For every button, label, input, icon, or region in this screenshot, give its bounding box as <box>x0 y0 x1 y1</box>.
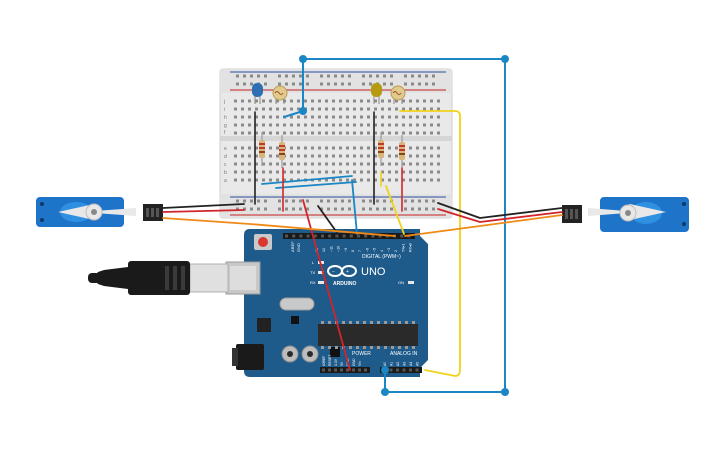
reset-button[interactable] <box>254 234 272 250</box>
capacitor <box>301 345 319 363</box>
digital-pin-label: TX▸1 <box>401 244 405 252</box>
power-jack <box>232 344 264 370</box>
usb-cable <box>88 261 229 295</box>
capacitor <box>281 345 299 363</box>
wire-black-left-servo[interactable] <box>162 203 245 209</box>
wire-blue-to-pin[interactable] <box>351 179 358 235</box>
svg-text:+: + <box>346 269 349 275</box>
row-letter: a <box>224 178 227 184</box>
wire-black-gnd[interactable] <box>317 205 339 235</box>
power-pin-label: Vin <box>358 361 362 366</box>
digital-pin-label: 7 <box>358 250 362 252</box>
power-pin-label: 3.3V <box>334 358 338 366</box>
arduino-logo: − + <box>327 265 357 277</box>
power-pin-label: 5V <box>340 361 344 366</box>
voltage-regulator <box>257 318 271 332</box>
digital-pin-label: ~3 <box>387 248 391 252</box>
analog-pin-label: A0 <box>383 362 387 366</box>
wire-blue-jumper-2[interactable] <box>275 181 357 189</box>
resistor-1[interactable] <box>259 132 265 166</box>
digital-pin-label: ~5 <box>373 248 377 252</box>
digital-pin-label: ~11 <box>329 246 333 252</box>
power-pin-label: GND <box>352 358 356 366</box>
digital-pin-label: 8 <box>351 250 355 252</box>
row-letter: f <box>224 130 226 136</box>
crystal-oscillator <box>279 297 315 311</box>
wire-black-right-servo[interactable] <box>437 202 563 219</box>
analog-pin-label: A4 <box>409 362 413 366</box>
analog-pin-label: A1 <box>390 362 394 366</box>
row-letter: j <box>223 99 225 105</box>
digital-pin-label: 12 <box>322 248 326 252</box>
power-pin-label: IOREF <box>322 356 326 366</box>
digital-pin-label: 2 <box>394 250 398 252</box>
digital-label: DIGITAL (PWM~) <box>362 254 401 260</box>
photoresistor-left[interactable] <box>272 85 288 104</box>
led-tx-label: TX <box>310 270 315 275</box>
analog-pin-label: A3 <box>403 362 407 366</box>
wire-yellow-pin[interactable] <box>385 185 405 235</box>
analog-pin-label: A5 <box>416 362 420 366</box>
row-letter: c <box>224 162 227 168</box>
resistor-4[interactable] <box>399 135 405 168</box>
analog-label: ANALOG IN <box>390 351 418 357</box>
wire-blue-jumper[interactable] <box>261 175 353 185</box>
servo-right[interactable] <box>562 197 689 232</box>
wire-yellow[interactable] <box>399 110 461 377</box>
resistor-3[interactable] <box>378 132 384 166</box>
led-rx-label: RX <box>310 280 316 285</box>
led-blue[interactable] <box>252 83 263 104</box>
analog-pin-label: A2 <box>396 362 400 366</box>
svg-text:−: − <box>332 269 335 275</box>
digital-pin-label: RX◂0 <box>409 243 413 252</box>
breadboard-row-letters: j i h g f e d c b a <box>223 99 227 184</box>
aref-label: AREF <box>290 241 295 252</box>
wire-red-left-servo[interactable] <box>162 209 245 213</box>
arduino-label: ARDUINO <box>333 281 356 287</box>
digital-pin-label: ~10 <box>337 246 341 252</box>
row-letter: h <box>224 115 227 121</box>
digital-pin-label: ~9 <box>344 248 348 252</box>
resistor-2[interactable] <box>279 135 285 168</box>
row-letter: i <box>224 107 225 113</box>
usb-port <box>225 261 261 295</box>
led-on-label: ON <box>398 280 404 285</box>
power-label: POWER <box>352 351 371 357</box>
led-yellow[interactable] <box>371 83 382 104</box>
uno-label: UNO <box>361 266 386 278</box>
row-letter: e <box>224 146 227 152</box>
wire-orange-left-servo[interactable] <box>162 217 396 237</box>
row-letter: b <box>224 170 227 176</box>
digital-pin-label: ~6 <box>365 248 369 252</box>
digital-pin-label: 4 <box>380 250 384 252</box>
breadboard[interactable]: j i h g f e d c b a <box>219 68 453 219</box>
atmega-chip <box>318 321 418 349</box>
gnd-label: GND <box>296 243 301 252</box>
photoresistor-right[interactable] <box>390 85 406 104</box>
power-header[interactable] <box>320 367 370 373</box>
row-letter: g <box>224 123 227 129</box>
wire-orange-right-servo[interactable] <box>404 214 563 237</box>
analog-header[interactable] <box>380 367 422 373</box>
led-l-label: L <box>312 260 315 265</box>
power-pin-label: RESET <box>328 355 332 366</box>
row-letter: d <box>224 154 227 160</box>
servo-left[interactable] <box>36 197 163 227</box>
wire-red-right-servo[interactable] <box>437 208 563 223</box>
digital-header[interactable] <box>283 233 415 239</box>
